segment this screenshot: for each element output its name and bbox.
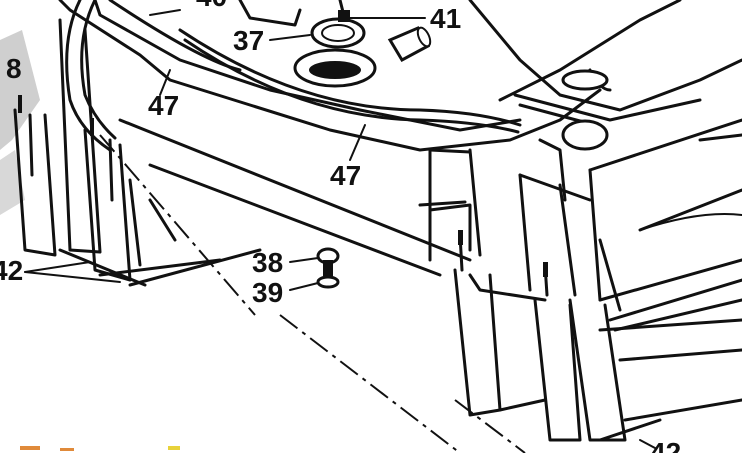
callout-40: 40 (196, 0, 227, 12)
callout-37: 37 (233, 25, 264, 56)
callout-41: 41 (430, 3, 461, 34)
cable-47 (65, 0, 522, 152)
mount-bracket-left (13, 18, 262, 287)
mount-bracket-right (453, 230, 742, 442)
scan-specks (20, 446, 180, 451)
filler-neck (238, 0, 612, 151)
callout-47-lower: 47 (330, 160, 361, 191)
callout-labels: 41 37 47 47 38 39 42 42 8 40 (0, 0, 681, 453)
cylinder-part (387, 26, 432, 62)
callout-38: 38 (252, 247, 283, 278)
leader-lines (24, 9, 656, 449)
callout-42-left: 42 (0, 255, 23, 286)
callout-8: 8 (6, 53, 22, 84)
callout-47-upper: 47 (148, 90, 179, 121)
tank-frame (58, 0, 742, 332)
callout-42-right: 42 (650, 437, 681, 453)
bolt-38-39 (316, 247, 340, 289)
callout-39: 39 (252, 277, 283, 308)
assembly-center-lines (99, 134, 526, 453)
scan-artifact (0, 30, 40, 215)
